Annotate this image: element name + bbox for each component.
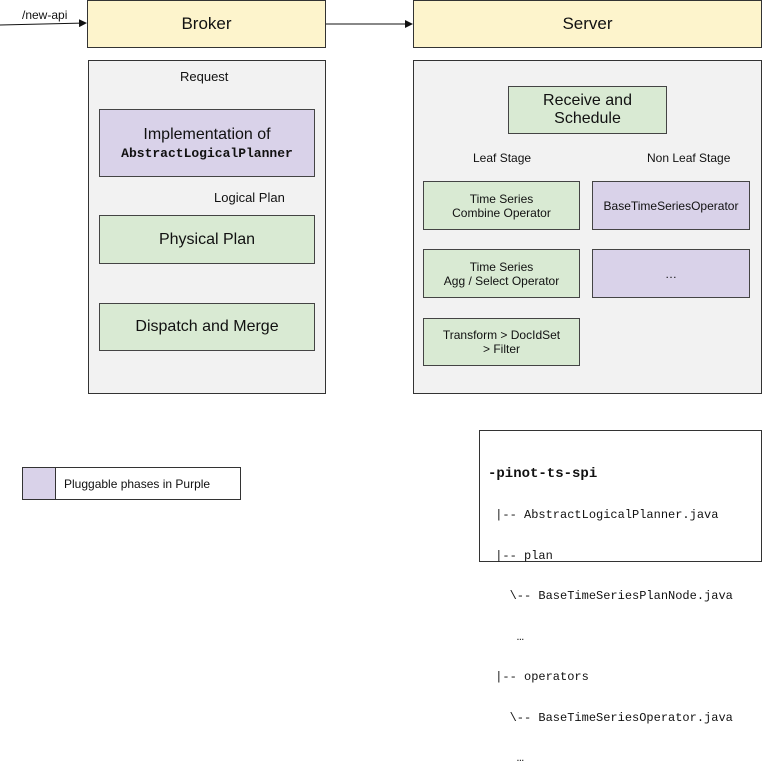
dispatch-merge-box: Dispatch and Merge (99, 303, 315, 351)
base-time-series-operator-box: BaseTimeSeriesOperator (592, 181, 750, 230)
tree-line: |-- plan (488, 548, 553, 563)
transform-filter-box: Transform > DocIdSet > Filter (423, 318, 580, 366)
logical-planner-box: Implementation of AbstractLogicalPlanner (99, 109, 315, 177)
base-operator-label: BaseTimeSeriesOperator (603, 198, 739, 213)
combine-operator-box: Time Series Combine Operator (423, 181, 580, 230)
tree-line: … (488, 629, 525, 644)
non-leaf-stage-label: Non Leaf Stage (647, 151, 731, 165)
broker-header: Broker (87, 0, 326, 48)
combine-line2: Combine Operator (452, 205, 551, 220)
receive-line2: Schedule (554, 110, 621, 127)
server-header: Server (413, 0, 762, 48)
dispatch-merge-label: Dispatch and Merge (135, 318, 279, 335)
arrow-new-api-to-broker (0, 19, 87, 28)
agg-line1: Time Series (469, 259, 534, 274)
entry-label: /new-api (22, 8, 68, 22)
tree-root: -pinot-ts-spi (488, 466, 598, 482)
ellipsis-operator-box: … (592, 249, 750, 298)
receive-line1: Receive and (543, 92, 632, 109)
tree-line: |-- operators (488, 670, 589, 684)
combine-line1: Time Series (469, 191, 534, 206)
tree-line: … (488, 751, 525, 765)
agg-line2: Agg / Select Operator (443, 273, 560, 288)
legend-label: Pluggable phases in Purple (64, 476, 211, 491)
tree-line: \-- BaseTimeSeriesPlanNode.java (488, 589, 733, 603)
tree-line: |-- AbstractLogicalPlanner.java (488, 508, 719, 522)
ellipsis-label: … (665, 266, 677, 281)
request-label: Request (180, 69, 229, 84)
transform-line1: Transform > DocIdSet (442, 328, 561, 342)
logical-plan-label: Logical Plan (214, 190, 285, 205)
legend-purple-swatch (23, 468, 56, 499)
receive-schedule-box: Receive and Schedule (508, 86, 667, 134)
agg-select-operator-box: Time Series Agg / Select Operator (423, 249, 580, 298)
physical-plan-box: Physical Plan (99, 215, 315, 264)
server-title: Server (562, 14, 613, 33)
broker-title: Broker (181, 14, 232, 33)
physical-plan-label: Physical Plan (158, 230, 256, 248)
transform-line2: > Filter (482, 342, 520, 356)
planner-line1: Implementation of (143, 125, 271, 143)
spi-file-tree: -pinot-ts-spi |-- AbstractLogicalPlanner… (479, 430, 762, 765)
legend: Pluggable phases in Purple (22, 467, 241, 500)
planner-class-name: AbstractLogicalPlanner (121, 145, 293, 161)
leaf-stage-label: Leaf Stage (473, 151, 532, 165)
tree-line: \-- BaseTimeSeriesOperator.java (488, 710, 733, 725)
